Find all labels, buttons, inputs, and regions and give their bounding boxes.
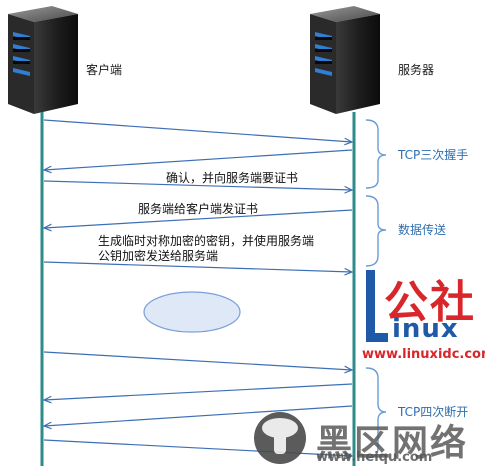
- teardown-arrow-3: [44, 405, 353, 426]
- server-icon: [310, 6, 380, 114]
- teardown-arrow-1: [43, 351, 352, 370]
- handshake-phase-label: TCP三次握手: [398, 148, 469, 162]
- transfer-brace: [365, 195, 387, 267]
- linux-url: www.linuxidc.com: [362, 347, 485, 362]
- server-label: 服务器: [398, 63, 435, 77]
- teardown-phase-label: TCP四次断开: [398, 405, 469, 419]
- encrypted-data-ellipse: [143, 291, 241, 333]
- key-message-line2: 公钥加密发送给服务端: [98, 249, 219, 263]
- heiqu-title: 黑区网络: [316, 423, 469, 464]
- transfer-phase-label: 数据传送: [398, 223, 447, 237]
- key-message-line1: 生成临时对称加密的密钥，并使用服务端: [98, 234, 315, 248]
- teardown-arrow-4: [43, 439, 352, 456]
- linux-logo-en: inux: [392, 314, 459, 344]
- handshake-arrow-synack: [44, 149, 353, 170]
- teardown-arrow-2: [44, 383, 353, 400]
- handshake-brace: [365, 119, 387, 189]
- cert-message: 服务端给客户端发证书: [138, 202, 259, 216]
- key-arrow: [43, 261, 352, 272]
- confirm-message: 确认，并向服务端要证书: [166, 171, 299, 185]
- heiqu-logo-icon: [254, 412, 306, 464]
- linux-logo-cn: 公社: [384, 277, 476, 328]
- handshake-arrow-ack: [43, 180, 352, 190]
- linux-logo: [366, 270, 388, 342]
- client-label: 客户端: [86, 63, 123, 77]
- heiqu-url: www.heiqu.com: [316, 450, 433, 465]
- handshake-arrow-syn: [43, 119, 352, 142]
- teardown-brace: [365, 367, 387, 459]
- cert-arrow: [44, 209, 353, 228]
- client-server-icon: [8, 6, 78, 114]
